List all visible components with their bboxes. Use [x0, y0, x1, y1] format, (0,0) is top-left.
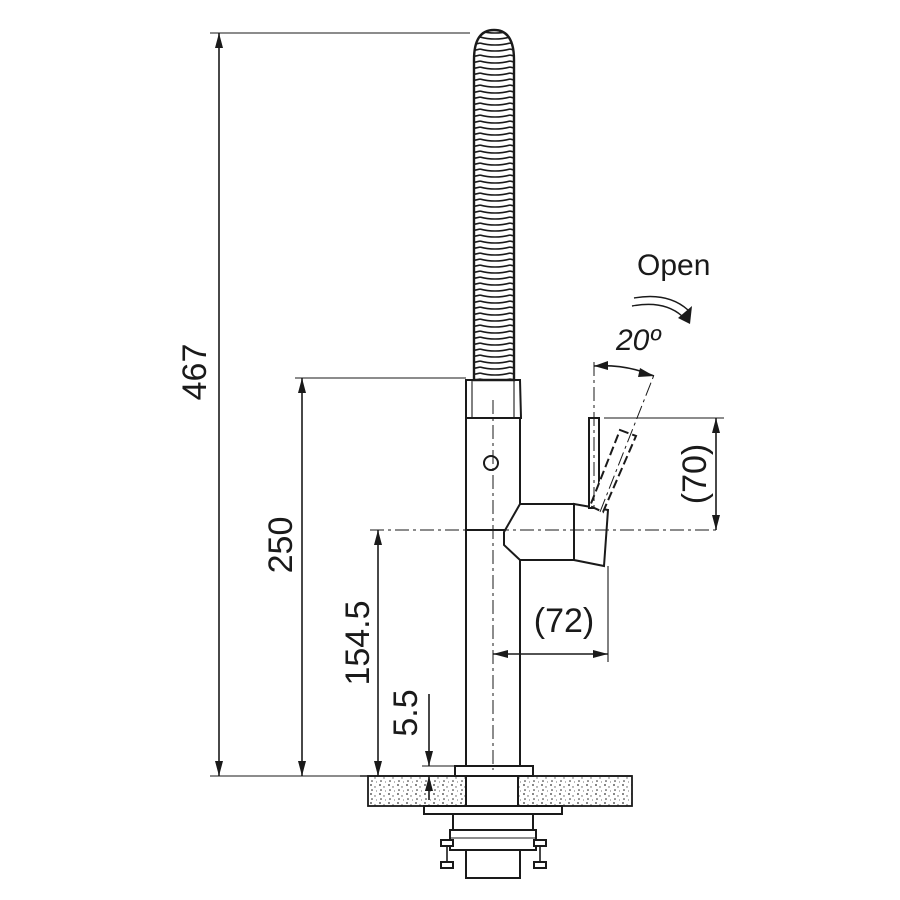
mounting-hardware — [423, 765, 563, 879]
dimension-label-20-degrees: 20º — [615, 324, 662, 357]
dimension-label-154-5: 154.5 — [339, 600, 377, 685]
center-lines — [370, 362, 720, 770]
dimension-handle-reach: (72) — [493, 566, 609, 662]
dimension-body-height: 250 — [262, 377, 466, 776]
countertop — [360, 775, 633, 807]
curved-arrow-icon — [631, 303, 683, 317]
dimension-counter-offset: 5.5 — [387, 689, 455, 800]
dimension-lever-angle: 20º — [593, 324, 662, 377]
dimension-label-5-5: 5.5 — [387, 689, 425, 736]
dimension-label-70: (70) — [676, 444, 714, 504]
dimension-label-467: 467 — [176, 344, 214, 401]
open-label: Open — [637, 249, 710, 282]
dimension-label-72: (72) — [534, 602, 594, 640]
lever-handle — [588, 417, 638, 514]
dimension-handle-axis-height: 154.5 — [339, 530, 382, 776]
dimension-label-250: 250 — [262, 517, 300, 574]
open-direction-indicator: Open — [631, 249, 710, 324]
curved-arrow-inner-icon — [633, 295, 689, 311]
dimension-handle-height: (70) — [604, 417, 724, 530]
faucet-body — [465, 379, 610, 767]
dimension-total-height: 467 — [176, 32, 470, 777]
set-screw-icon — [483, 455, 499, 471]
spout-hose — [472, 28, 516, 382]
